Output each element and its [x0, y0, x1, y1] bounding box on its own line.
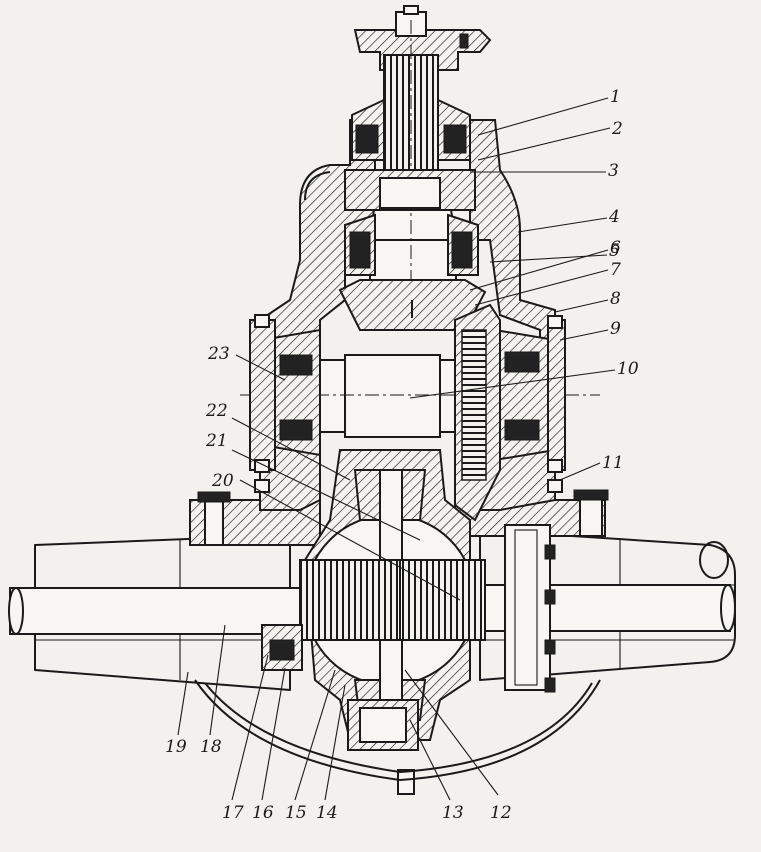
callout-3: 3 [608, 161, 619, 181]
right-coupling [504, 524, 556, 693]
callout-18: 18 [200, 737, 222, 757]
differential-bearing-left [261, 624, 303, 671]
callout-16: 16 [252, 803, 274, 823]
callout-11: 11 [602, 453, 624, 473]
callout-7: 7 [610, 260, 621, 280]
oil-pan [194, 679, 601, 781]
callout-22: 22 [205, 401, 228, 421]
bearing-cap-left [249, 314, 276, 493]
callout-labels: 1 2 3 4 5 6 7 8 9 10 11 12 13 14 15 16 1… [165, 87, 639, 823]
callout-2: 2 [611, 119, 623, 139]
callout-6: 6 [610, 238, 621, 258]
callout-23: 23 [207, 344, 230, 364]
callout-8: 8 [610, 289, 621, 309]
callout-9: 9 [610, 319, 621, 339]
callout-20: 20 [211, 471, 234, 491]
bearing-cap-right [547, 315, 566, 493]
callout-15: 15 [285, 803, 307, 823]
leader-lines [177, 97, 616, 801]
driven-bevel-gear [454, 303, 501, 522]
callout-21: 21 [205, 431, 228, 451]
intermediate-bearing-right [494, 328, 556, 462]
lower-gear-hub [347, 699, 419, 795]
callout-5: 5 [609, 241, 620, 261]
callout-4: 4 [608, 207, 620, 227]
callout-14: 14 [316, 803, 338, 823]
spacer-ring [344, 169, 476, 211]
differential-side-gear-right [399, 559, 486, 641]
callout-12: 12 [490, 803, 512, 823]
half-shaft-left [8, 587, 311, 635]
callout-13: 13 [442, 803, 464, 823]
half-shaft-right [449, 584, 736, 632]
differential-side-gear-left [299, 559, 401, 641]
callout-17: 17 [222, 803, 244, 823]
bevel-pinion-gear [338, 279, 487, 331]
callout-1: 1 [610, 87, 621, 107]
callout-10: 10 [617, 359, 639, 379]
callout-19: 19 [165, 737, 187, 757]
pinion-bearing-upper [351, 98, 471, 161]
pinion-bearing-lower [344, 213, 479, 276]
